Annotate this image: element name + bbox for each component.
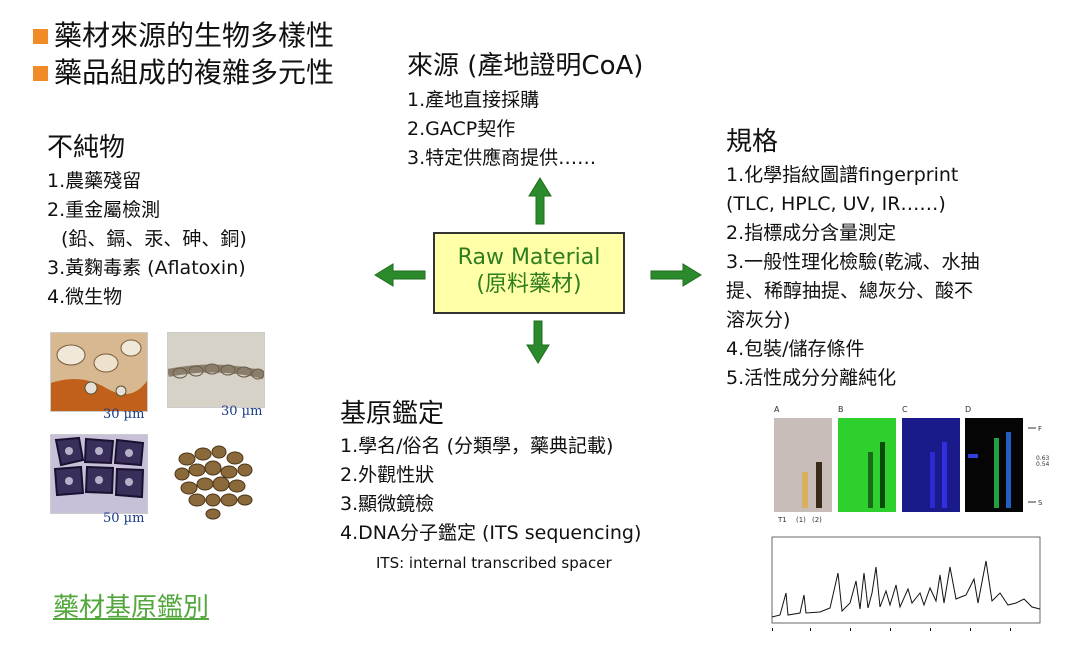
spec-item: (TLC, HPLC, UV, IR……): [726, 193, 946, 215]
source-item: 1.產地直接採購: [407, 89, 540, 111]
raw-material-title: Raw Material: [457, 245, 601, 270]
micrograph-image: [51, 333, 147, 411]
spec-item: 3.一般性理化檢驗(乾減、水抽: [726, 251, 980, 273]
hplc-chromatogram: [760, 533, 1045, 637]
identification-block: 基原鑑定 1.學名/俗名 (分類學，藥典記載) 2.外觀性狀 3.顯微鏡檢 4.…: [340, 398, 641, 572]
micrograph-1: [50, 332, 148, 412]
identification-item: 3.顯微鏡檢: [340, 493, 435, 515]
impurity-item: 4.微生物: [47, 286, 123, 308]
tlc-figure: A B C D F 0.63 0.54 S T1 (1) (2): [768, 402, 1058, 526]
seeds-photo: [167, 434, 263, 528]
spec-block: 規格 1.化學指紋圖譜fingerprint (TLC, HPLC, UV, I…: [726, 126, 980, 393]
orange-square-icon: [33, 66, 48, 81]
tlc-rf-label: 0.63: [1036, 455, 1050, 462]
footer-title: 藥材基原鑑別: [53, 593, 210, 623]
source-item: 2.GACP契作: [407, 118, 516, 140]
micrograph-2: [167, 332, 265, 408]
spec-item: 5.活性成分分離純化: [726, 367, 897, 389]
hplc-image: [771, 536, 1041, 631]
identification-item: 1.學名/俗名 (分類學，藥典記載): [340, 435, 614, 457]
scale-bar-label: 30 µm: [221, 404, 263, 419]
identification-item: 2.外觀性狀: [340, 464, 435, 486]
arrow-right-icon: [650, 263, 702, 287]
tlc-panel-label: C: [902, 405, 908, 414]
micrograph-image: [168, 333, 264, 407]
arrow-left-icon: [374, 263, 426, 287]
spec-item: 溶灰分): [726, 309, 791, 331]
spec-item: 4.包裝/儲存條件: [726, 338, 865, 360]
tlc-lane-label: (2): [812, 516, 822, 524]
impurity-item: 1.農藥殘留: [47, 170, 142, 192]
micrograph-3: [50, 434, 148, 514]
arrow-down-icon: [526, 320, 550, 364]
tlc-rf-label: F: [1038, 425, 1042, 433]
tlc-rf-label: 0.54: [1036, 461, 1050, 468]
scale-bar-label: 50 µm: [103, 511, 145, 526]
tlc-panel-label: B: [838, 405, 844, 414]
tlc-panel-label: A: [774, 405, 780, 414]
scale-bar-label: 30 µm: [103, 407, 145, 422]
impurities-title: 不純物: [47, 133, 126, 163]
bullet-biodiversity: 藥材來源的生物多樣性: [33, 18, 334, 54]
tlc-rf-label: S: [1038, 499, 1043, 507]
impurity-item: 2.重金屬檢測: [47, 199, 161, 221]
spec-item: 1.化學指紋圖譜fingerprint: [726, 164, 959, 186]
tlc-lane-label: T1: [777, 516, 787, 524]
source-title: 來源 (產地證明CoA): [407, 51, 644, 81]
impurity-item: (鉛、鎘、汞、砷、銅): [61, 228, 247, 250]
tlc-image: A B C D F 0.63 0.54 S T1 (1) (2): [774, 405, 1050, 524]
impurities-block: 不純物 1.農藥殘留 2.重金屬檢測 (鉛、鎘、汞、砷、銅) 3.黃麴毒素 (A…: [47, 132, 247, 312]
tlc-panel-label: D: [965, 405, 971, 414]
spec-title: 規格: [726, 127, 779, 157]
raw-material-box: Raw Material (原料藥材): [433, 232, 625, 314]
source-block: 來源 (產地證明CoA) 1.產地直接採購 2.GACP契作 3.特定供應商提供…: [407, 50, 643, 173]
orange-square-icon: [33, 29, 48, 44]
arrow-up-icon: [528, 177, 552, 225]
micrograph-image: [51, 435, 147, 513]
identification-item: 4.DNA分子鑑定 (ITS sequencing): [340, 522, 642, 544]
spec-item: 提、稀醇抽提、總灰分、酸不: [726, 280, 974, 302]
spec-item: 2.指標成分含量測定: [726, 222, 897, 244]
seeds-image: [167, 434, 263, 528]
bullet-complexity: 藥品組成的複雜多元性: [33, 55, 334, 91]
identification-title: 基原鑑定: [340, 399, 445, 429]
raw-material-subtitle: (原料藥材): [476, 272, 582, 297]
impurity-item: 3.黃麴毒素 (Aflatoxin): [47, 257, 246, 279]
tlc-lane-label: (1): [796, 516, 806, 524]
its-note: ITS: internal transcribed spacer: [376, 554, 612, 572]
source-item: 3.特定供應商提供……: [407, 147, 597, 169]
